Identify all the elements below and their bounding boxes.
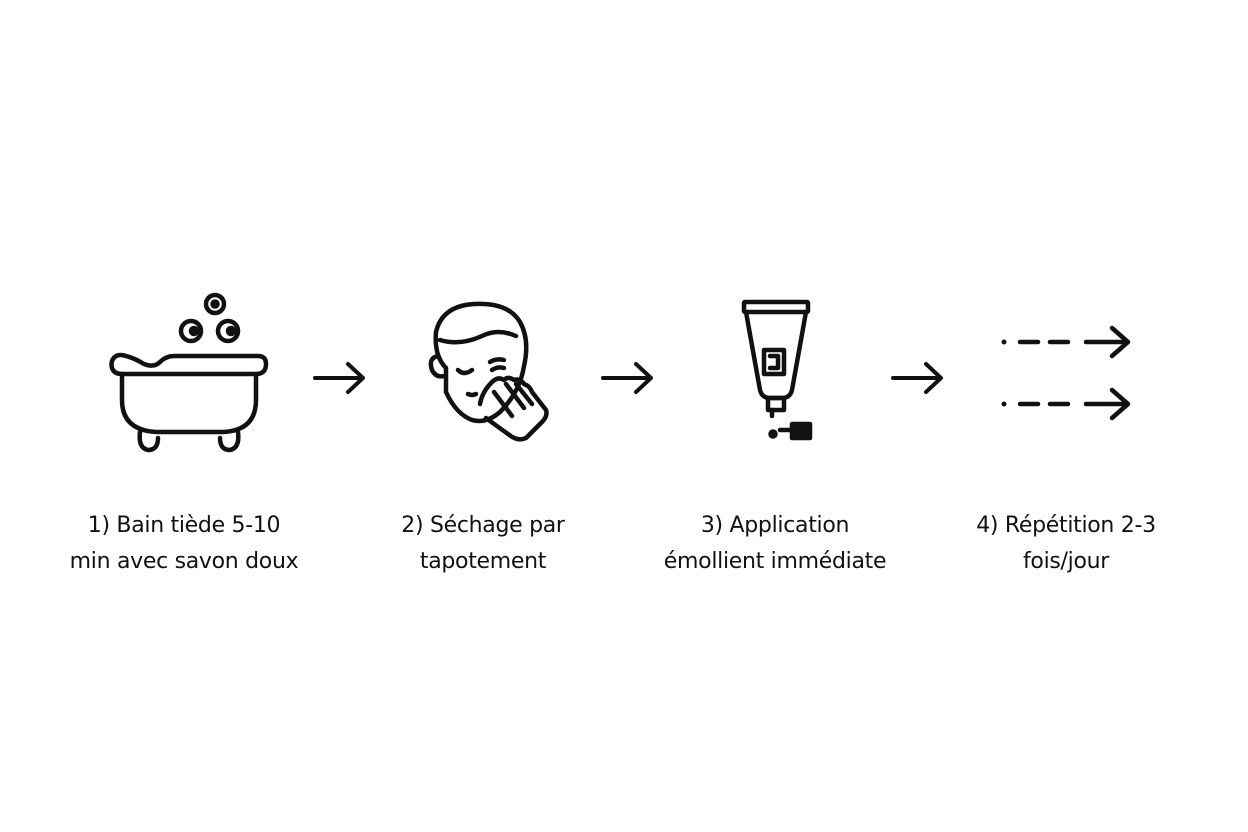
step-3-label-line2: émollient immédiate [663,549,887,574]
bathtub-icon [104,288,274,458]
step-4-label: 4) Répétition 2-3 fois/jour [916,508,1216,580]
step-3-label-line1: 3) Application [700,513,850,538]
step-1-label: 1) Bain tiède 5-10 min avec savon doux [34,508,334,580]
face-patting-icon [424,296,554,446]
step-2-label-line1: 2) Séchage par [401,513,565,538]
step-3-label: 3) Application émollient immédiate [625,508,925,580]
repeat-arrows-icon [998,322,1138,426]
step-2-label: 2) Séchage par tapotement [333,508,633,580]
arrow-right-icon [890,358,946,398]
step-4-label-line2: fois/jour [1022,549,1110,574]
step-4-label-line1: 4) Répétition 2-3 [976,513,1156,538]
arrow-right-icon [312,358,368,398]
cream-tube-icon [736,294,816,444]
step-1-label-line2: min avec savon doux [69,549,299,574]
step-2-label-line2: tapotement [419,549,547,574]
arrow-right-icon [600,358,656,398]
step-1-label-line1: 1) Bain tiède 5-10 [87,513,281,538]
